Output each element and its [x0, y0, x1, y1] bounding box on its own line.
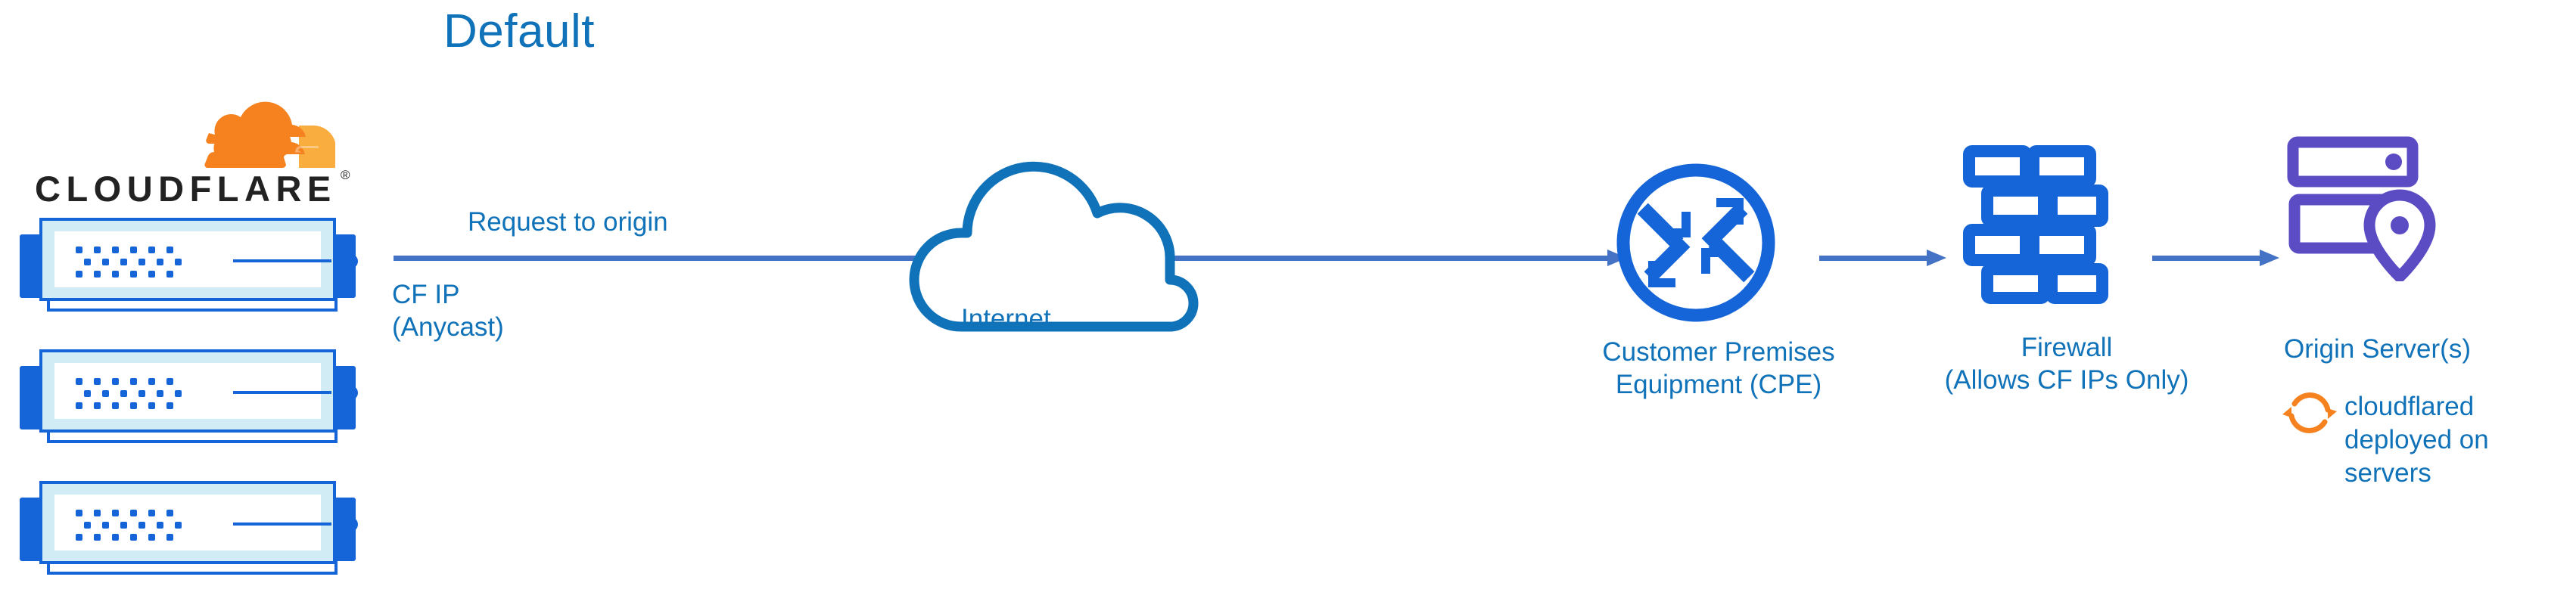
server-indicator-light: [344, 254, 358, 268]
circular-sync-arrows-icon: [2281, 384, 2338, 442]
cloudflare-logo: CLOUDFLARE ®: [35, 98, 353, 212]
cpe-label: Customer Premises Equipment (CPE): [1602, 337, 1835, 399]
brick-wall-icon: [1962, 144, 2110, 304]
server-indicator-light: [344, 517, 358, 532]
server-faceplate: [54, 363, 358, 419]
internet-cloud-icon: [848, 106, 1286, 333]
router-circle-arrows-icon: [1612, 159, 1780, 327]
cloudflare-wordmark: CLOUDFLARE: [35, 169, 337, 209]
server-status-bar: [233, 259, 331, 262]
origin-server-label: Origin Server(s): [2284, 334, 2471, 364]
server-stack-location-pin-icon: [2287, 136, 2462, 283]
internet-label: Internet: [961, 304, 1051, 333]
server-faceplate: [54, 231, 358, 287]
server-status-bar: [233, 523, 331, 526]
edge-server-rack-3: [20, 481, 358, 579]
edge-server-rack-1: [20, 218, 358, 316]
arrow-firewall-to-origin: [2152, 250, 2279, 266]
firewall-label: Firewall (Allows CF IPs Only): [1944, 333, 2189, 395]
page-title: Default: [443, 5, 595, 57]
server-chassis: [39, 481, 358, 564]
cf-ip-anycast-label: CF IP (Anycast): [392, 280, 504, 342]
server-port-grid: [76, 378, 182, 414]
server-indicator-light: [344, 386, 358, 400]
server-chassis: [39, 218, 358, 301]
arrow-cpe-to-firewall: [1819, 250, 1946, 266]
server-faceplate: [54, 495, 358, 550]
cloudflared-label: cloudflared deployed on servers: [2344, 392, 2489, 488]
registered-mark: ®: [341, 168, 350, 182]
server-status-bar: [233, 391, 331, 394]
edge-server-rack-2: [20, 349, 358, 448]
cloudflare-cloud-icon: [198, 98, 353, 169]
server-port-grid: [76, 247, 182, 283]
request-to-origin-label: Request to origin: [468, 207, 668, 237]
server-chassis: [39, 349, 358, 433]
server-port-grid: [76, 510, 182, 546]
